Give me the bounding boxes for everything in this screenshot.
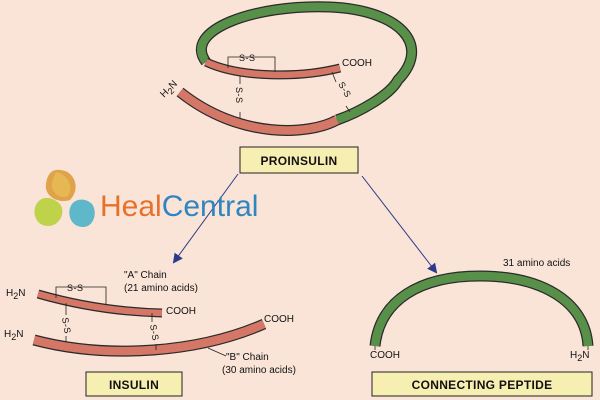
proinsulin-cooh: COOH xyxy=(342,58,372,69)
proinsulin-h2n: H2N xyxy=(158,79,181,102)
b-chain-count: (30 amino acids) xyxy=(222,365,296,376)
arrow-to-connecting-peptide xyxy=(361,175,438,274)
arrow-to-insulin xyxy=(172,173,239,264)
connecting-peptide-arc xyxy=(369,270,594,347)
connecting-peptide-count: 31 amino acids xyxy=(503,258,570,269)
proinsulin-intra-ss-bracket xyxy=(227,56,276,72)
clover-icon xyxy=(34,169,95,228)
proinsulin-structure: S-S S-S S-S COOH H2N xyxy=(158,1,417,136)
connecting-peptide-label-box: CONNECTING PEPTIDE xyxy=(371,371,593,397)
insulin-structure: S-S S-S S-S "A" Chain (21 amino acids) "… xyxy=(4,270,296,376)
b-chain-h2n: H2N xyxy=(4,329,23,342)
proinsulin-label-box: PROINSULIN xyxy=(239,146,359,174)
proinsulin-ss-left: S-S xyxy=(234,87,244,104)
b-chain-cooh: COOH xyxy=(264,314,294,325)
proinsulin-ss-top: S-S xyxy=(239,53,256,63)
insulin-label-box: INSULIN xyxy=(85,371,183,397)
b-chain-title: "B" Chain xyxy=(226,352,269,363)
connecting-peptide-h2n: H2N xyxy=(570,350,589,363)
insulin-intra-ss-bracket xyxy=(55,286,107,305)
healcentral-logo: HealCentral xyxy=(34,169,258,228)
a-chain-cooh: COOH xyxy=(166,306,196,317)
proinsulin-label: PROINSULIN xyxy=(260,154,337,168)
healcentral-wordmark: HealCentral xyxy=(100,190,258,223)
insulin-ss-right: S-S xyxy=(148,324,161,342)
a-chain-h2n: H2N xyxy=(6,288,25,301)
insulin-ss-top: S-S xyxy=(67,283,84,293)
a-chain-title: "A" Chain xyxy=(124,270,167,281)
a-chain-count: (21 amino acids) xyxy=(124,283,198,294)
connecting-peptide-structure: 31 amino acids COOH H2N xyxy=(369,258,594,363)
connecting-peptide-cooh: COOH xyxy=(370,350,400,361)
insulin-label: INSULIN xyxy=(109,378,159,392)
proinsulin-ss-right: S-S xyxy=(336,80,353,99)
connecting-peptide-label: CONNECTING PEPTIDE xyxy=(412,378,553,392)
insulin-ss-left: S-S xyxy=(60,317,73,335)
